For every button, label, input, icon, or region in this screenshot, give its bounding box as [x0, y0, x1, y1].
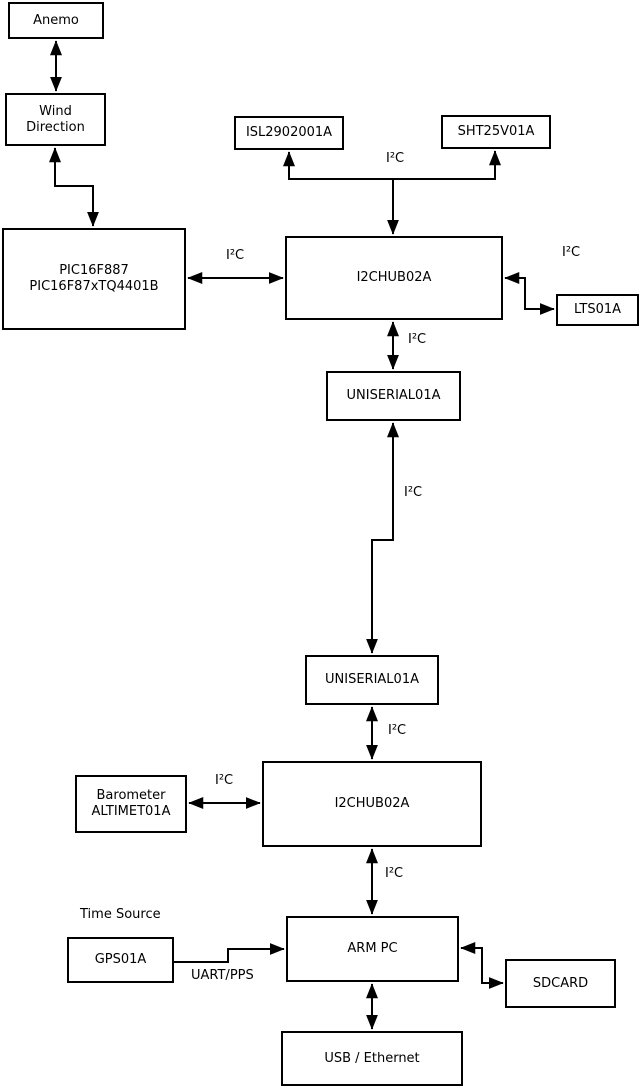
edge-label-i2c-barometer-hub2: I²C [215, 773, 234, 788]
node-wind-direction: Wind Direction [5, 93, 106, 146]
edge-label-i2c-hub2-armpc: I²C [385, 866, 404, 881]
node-pic16f887: PIC16F887 PIC16F87xTQ4401B [2, 228, 186, 330]
edge-label-i2c-sensors: I²C [386, 151, 405, 166]
node-arm-pc-label: ARM PC [347, 941, 398, 957]
edge-label-i2c-uniserial2-hub2: I²C [388, 723, 407, 738]
node-i2chub02a-lower-label: I2CHUB02A [334, 796, 410, 812]
connector-gps-armpc [174, 943, 285, 963]
node-sdcard: SDCARD [505, 959, 616, 1008]
node-uniserial01a-lower-label: UNISERIAL01A [325, 672, 419, 688]
node-pic16f887-label-line2: PIC16F87xTQ4401B [29, 279, 159, 294]
node-usb-ethernet: USB / Ethernet [281, 1031, 463, 1086]
node-uniserial01a-lower: UNISERIAL01A [305, 655, 439, 705]
node-i2chub02a-lower: I2CHUB02A [262, 761, 482, 847]
node-gps01a-label: GPS01A [94, 952, 147, 968]
node-isl2902001a-label: ISL2902001A [245, 125, 333, 141]
edge-label-i2c-hub1-lts: I²C [562, 245, 581, 260]
node-i2chub02a-upper: I2CHUB02A [285, 236, 503, 320]
edge-label-i2c-uniserial-link: I²C [404, 485, 423, 500]
node-barometer-altimet01a: Barometer ALTIMET01A [75, 775, 187, 833]
edge-label-time-source: Time Source [80, 907, 161, 922]
node-sht25v01a-label: SHT25V01A [457, 124, 535, 140]
node-anemo: Anemo [8, 2, 104, 39]
node-i2chub02a-upper-label: I2CHUB02A [356, 270, 432, 286]
node-barometer-label-line1: Barometer [96, 788, 166, 804]
node-uniserial01a-upper-label: UNISERIAL01A [346, 388, 441, 404]
connector-hub1-lts [504, 272, 555, 315]
node-sdcard-label: SDCARD [532, 975, 589, 991]
edge-label-uart-pps: UART/PPS [191, 968, 254, 983]
node-lts01a: LTS01A [556, 294, 639, 326]
connector-winddirection-pic [49, 147, 99, 227]
connector-uniserial1-uniserial2 [366, 422, 399, 654]
node-arm-pc: ARM PC [286, 916, 459, 982]
edge-label-i2c-hub1-uniserial1: I²C [408, 332, 427, 347]
node-gps01a: GPS01A [67, 937, 174, 983]
node-wind-direction-label-line1: Wind [39, 103, 72, 119]
node-barometer-label-line2: ALTIMET01A [91, 804, 171, 819]
node-wind-direction-label-line2: Direction [26, 119, 85, 135]
node-uniserial01a-upper: UNISERIAL01A [326, 371, 461, 421]
connector-armpc-sdcard [460, 942, 504, 989]
edge-label-i2c-pic-hub1: I²C [226, 248, 245, 263]
node-pic16f887-label-line1: PIC16F887 [59, 263, 129, 279]
node-sht25v01a: SHT25V01A [441, 115, 551, 149]
node-isl2902001a: ISL2902001A [234, 116, 344, 150]
node-usb-ethernet-label: USB / Ethernet [324, 1050, 420, 1066]
node-lts01a-label: LTS01A [573, 302, 622, 318]
node-anemo-label: Anemo [33, 12, 79, 28]
